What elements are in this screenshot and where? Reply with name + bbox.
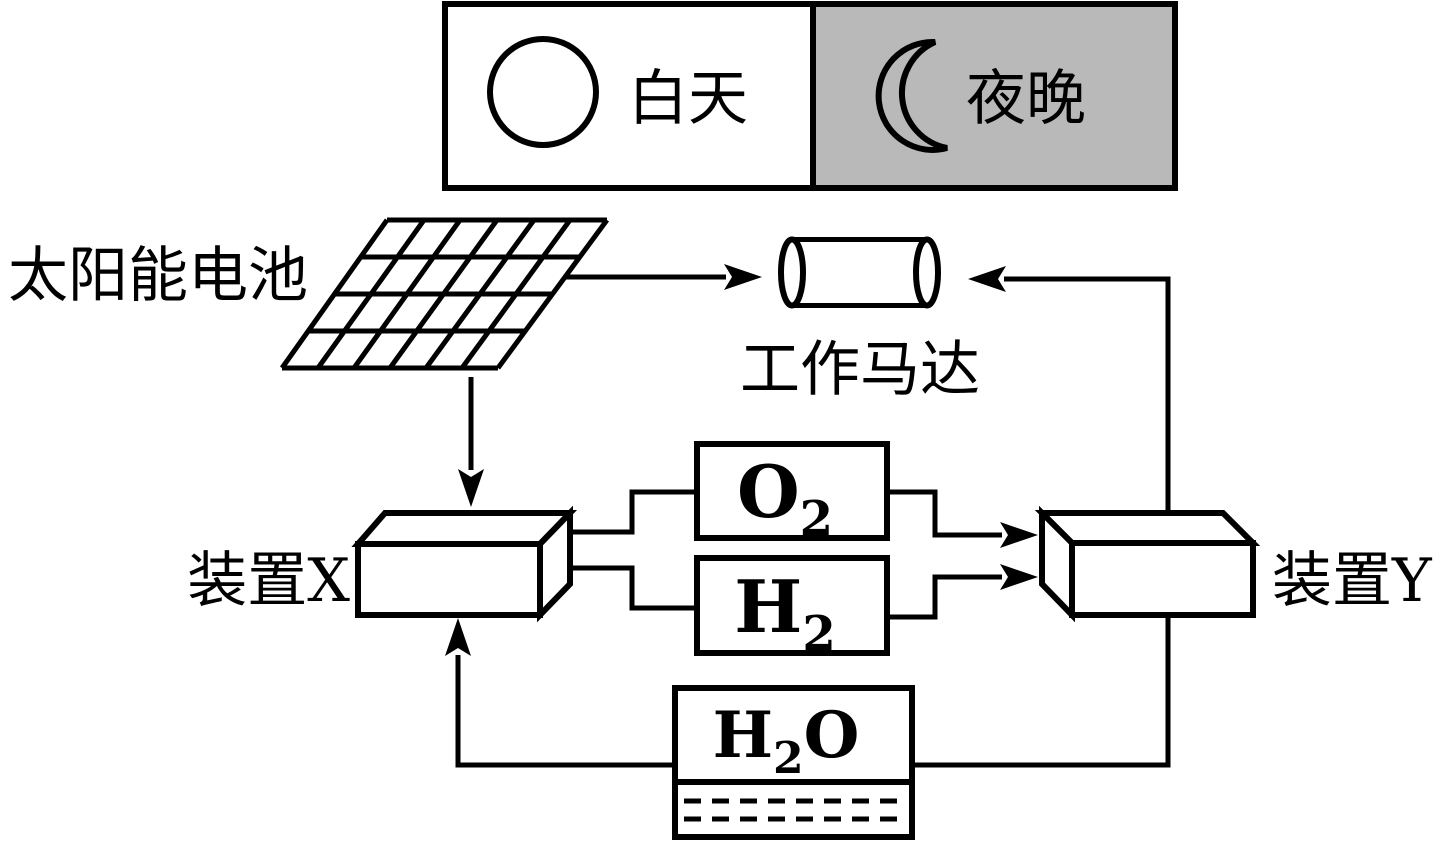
arrowhead-right-icon <box>1000 522 1038 548</box>
h2-subscript: 2 <box>802 606 835 662</box>
solar-panel-label: 太阳能电池 <box>8 241 308 311</box>
solar-panel: 太阳能电池 <box>8 217 610 371</box>
device-x-front-face <box>355 541 543 618</box>
solar-panel-grid-icon <box>279 217 610 371</box>
arrowhead-down-icon <box>458 469 484 507</box>
wire-device-x-to-h2 <box>570 565 697 611</box>
wire <box>570 565 697 611</box>
night-label: 夜晚 <box>966 64 1086 134</box>
wire-device-y-to-tank <box>912 615 1171 768</box>
wire-solar-to-device-x <box>458 377 484 507</box>
arrowhead-right-icon <box>724 264 762 290</box>
cylinder-left-cap <box>778 236 806 309</box>
wire-solar-to-motor <box>565 264 762 290</box>
wire <box>887 489 1002 538</box>
device-y-label: 装置Y <box>1272 546 1433 616</box>
device-x: 装置X <box>187 505 578 623</box>
day-label: 白天 <box>628 64 748 134</box>
device-y-front-face <box>1069 540 1256 618</box>
o2-label: O2 <box>737 449 833 547</box>
h2-box: H2 <box>694 555 890 662</box>
motor: 工作马达 <box>740 236 980 405</box>
night-cell-background <box>813 4 1175 188</box>
crescent-moon-icon <box>875 38 948 153</box>
wire-device-y-to-motor <box>968 266 1171 513</box>
o2-subscript: 2 <box>800 491 833 547</box>
h2o-label: H2O <box>713 698 860 784</box>
o2-box-border <box>694 441 890 541</box>
wire <box>570 489 697 535</box>
wire <box>887 574 1002 620</box>
device-y-top-face <box>1034 510 1261 546</box>
wire-h2-to-device-y <box>887 564 1038 620</box>
arrowhead-right-icon <box>1000 564 1038 590</box>
arrowhead-up-icon <box>445 618 471 656</box>
device-x-label: 装置X <box>187 546 350 616</box>
wire-device-x-to-o2 <box>570 489 697 535</box>
h2o-tank: H2O <box>672 685 915 840</box>
wire <box>1004 276 1171 513</box>
device-y: 装置Y <box>1034 505 1433 623</box>
wire-o2-to-device-y <box>887 489 1038 548</box>
wire <box>455 655 675 768</box>
cylinder-body <box>792 237 927 308</box>
device-x-top-face <box>351 510 578 547</box>
h2-label: H2 <box>734 564 835 662</box>
h2o-o: O <box>804 698 860 773</box>
h2-box-border <box>694 555 890 656</box>
o2-base: O <box>737 449 800 534</box>
sun-circle-icon <box>487 36 599 148</box>
h2o-h: H <box>713 698 773 773</box>
arrowhead-left-icon <box>968 266 1006 292</box>
water-tank-icon <box>672 685 915 840</box>
h2o-subscript: 2 <box>773 733 804 784</box>
wire <box>912 615 1171 768</box>
o2-box: O2 <box>694 441 890 547</box>
h2-base: H <box>734 564 802 649</box>
cylinder-right-cap <box>913 236 941 309</box>
wire-tank-to-device-x <box>445 618 675 768</box>
motor-label: 工作马达 <box>740 335 980 405</box>
legend: 白天 夜晚 <box>442 1 1178 191</box>
